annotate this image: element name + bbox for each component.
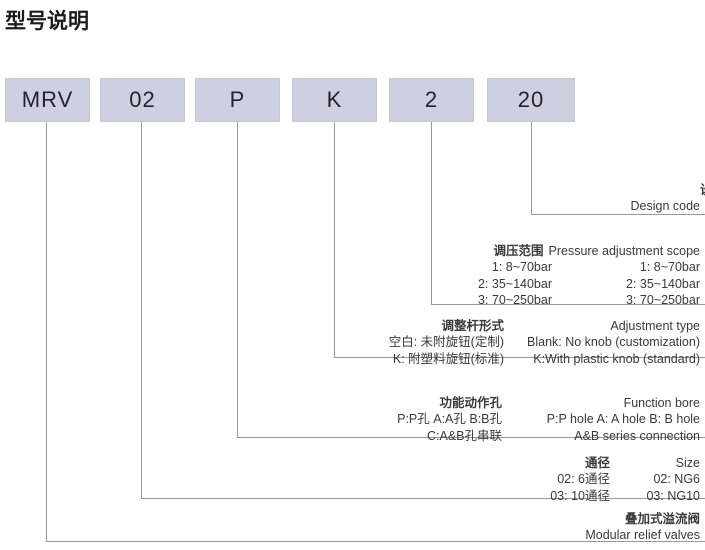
annotation-valve-head: 叠加式溢流阀	[624, 512, 700, 526]
annotation-design-code: 设计代号 Design code	[631, 182, 705, 215]
code-box-bore[interactable]: P	[195, 78, 280, 122]
page-title: 型号说明	[5, 10, 89, 33]
annotation-row: 空白: 未附旋钮(定制)Blank: No knob (customizatio…	[388, 335, 700, 350]
code-box-pressure[interactable]: 2	[389, 78, 474, 122]
code-box-design[interactable]: 20	[487, 78, 575, 122]
code-box-size[interactable]: 02	[100, 78, 185, 122]
annotation-row: K: 附塑料旋钮(标准)K:With plastic knob (standar…	[392, 351, 700, 366]
code-box-series[interactable]: MRV	[5, 78, 90, 122]
annotation-modular-relief-valves: 叠加式溢流阀 Modular relief valves	[585, 512, 700, 543]
annotation-design-code-head: 设计代号	[631, 182, 705, 198]
code-box-adjustment[interactable]: K	[292, 78, 377, 122]
